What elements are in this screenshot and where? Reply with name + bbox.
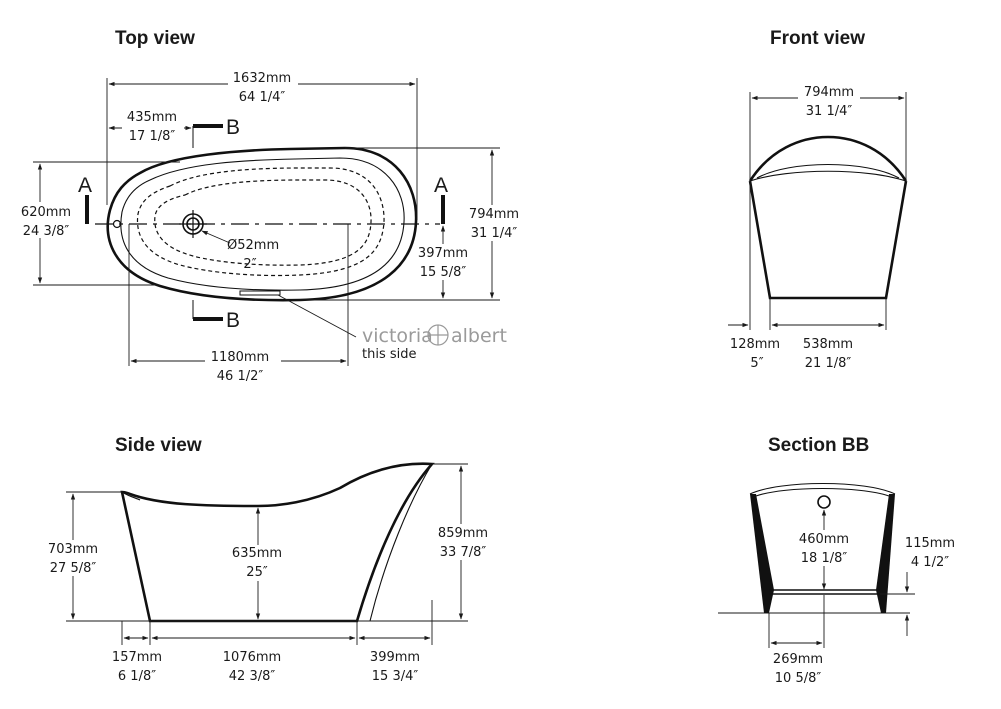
dim-side-low-height-in: 27 5/8″ xyxy=(50,561,97,576)
dim-outer-width-in: 31 1/4″ xyxy=(471,226,518,241)
front-view-drawing: 794mm 31 1/4″ 128mm 5″ 538mm 21 1/8″ xyxy=(728,83,908,371)
section-wall-left xyxy=(750,494,774,613)
brand-victoria: victoria xyxy=(362,325,433,347)
dim-inner-width-mm: 620mm xyxy=(21,205,71,220)
dim-inner-length-mm: 1180mm xyxy=(211,350,269,365)
section-wall-right xyxy=(876,494,895,613)
bath-outer-outline xyxy=(106,146,418,302)
dim-side-left-offset-in: 6 1/8″ xyxy=(118,669,156,684)
dim-section-depth-mm: 460mm xyxy=(799,532,849,547)
dim-front-offset-mm: 128mm xyxy=(730,337,780,352)
dim-front-width-in: 31 1/4″ xyxy=(806,104,853,119)
dim-side-left-offset-mm: 157mm xyxy=(112,650,162,665)
dim-outer-width-mm: 794mm xyxy=(469,207,519,222)
dim-inner-width-in: 24 3/8″ xyxy=(23,224,70,239)
dim-side-low-height-mm: 703mm xyxy=(48,542,98,557)
dim-side-right-offset-in: 15 3/4″ xyxy=(372,669,419,684)
title-front-view: Front view xyxy=(770,28,865,49)
section-b-label-top: B xyxy=(226,116,240,139)
title-side-view: Side view xyxy=(115,435,202,456)
top-view-drawing: A A B B 1632mm 64 1/4″ 435mm 17 1/8″ 620… xyxy=(12,70,523,385)
dim-front-base-mm: 538mm xyxy=(803,337,853,352)
title-section-bb: Section BB xyxy=(768,435,869,456)
side-view-drawing: 703mm 27 5/8″ 635mm 25″ 859mm 33 7/8″ 15… xyxy=(42,462,494,684)
section-b-label-bottom: B xyxy=(226,309,240,332)
section-bb-drawing: 460mm 18 1/8″ 115mm 4 1/2″ 269mm 10 5/8″ xyxy=(718,483,955,686)
dim-inner-length-in: 46 1/2″ xyxy=(217,369,264,384)
overflow-slot xyxy=(239,290,281,296)
dim-side-base-length-mm: 1076mm xyxy=(223,650,281,665)
dim-section-depth-in: 18 1/8″ xyxy=(801,551,848,566)
dim-front-width-mm: 794mm xyxy=(804,85,854,100)
brand-albert: albert xyxy=(451,325,507,347)
brand-note: this side xyxy=(362,347,417,362)
bath-inner-rim xyxy=(120,157,405,291)
dim-rim-offset-in: 15 5/8″ xyxy=(420,265,467,280)
dim-waste-dia-mm: Ø52mm xyxy=(227,238,279,253)
overflow-marker-icon xyxy=(112,219,122,229)
dim-side-depth-mm: 635mm xyxy=(232,546,282,561)
section-a-label-left: A xyxy=(78,174,92,197)
dim-length-in: 64 1/4″ xyxy=(239,90,286,105)
side-body-outline xyxy=(120,462,435,623)
section-a-label-right: A xyxy=(434,174,448,197)
dim-section-plinth-mm: 115mm xyxy=(905,536,955,551)
bath-basin-dashed xyxy=(136,167,385,277)
dim-section-half-width-in: 10 5/8″ xyxy=(775,671,822,686)
dim-front-offset-in: 5″ xyxy=(750,356,763,371)
dim-waste-offset-mm: 435mm xyxy=(127,110,177,125)
dim-side-depth-in: 25″ xyxy=(246,565,268,580)
dim-front-base-in: 21 1/8″ xyxy=(805,356,852,371)
dim-side-high-height-mm: 859mm xyxy=(438,526,488,541)
dim-rim-offset-mm: 397mm xyxy=(418,246,468,261)
dim-waste-dia-in: 2″ xyxy=(243,257,256,272)
title-top-view: Top view xyxy=(115,28,195,49)
front-backrest xyxy=(748,135,908,182)
dim-side-base-length-in: 42 3/8″ xyxy=(229,669,276,684)
dim-section-half-width-mm: 269mm xyxy=(773,652,823,667)
dim-side-high-height-in: 33 7/8″ xyxy=(440,545,487,560)
dim-length-mm: 1632mm xyxy=(233,71,291,86)
front-body-outline xyxy=(748,180,908,300)
dim-side-right-offset-mm: 399mm xyxy=(370,650,420,665)
section-waste-icon xyxy=(817,495,831,509)
dim-waste-offset-in: 17 1/8″ xyxy=(129,129,176,144)
dim-section-plinth-in: 4 1/2″ xyxy=(911,555,949,570)
